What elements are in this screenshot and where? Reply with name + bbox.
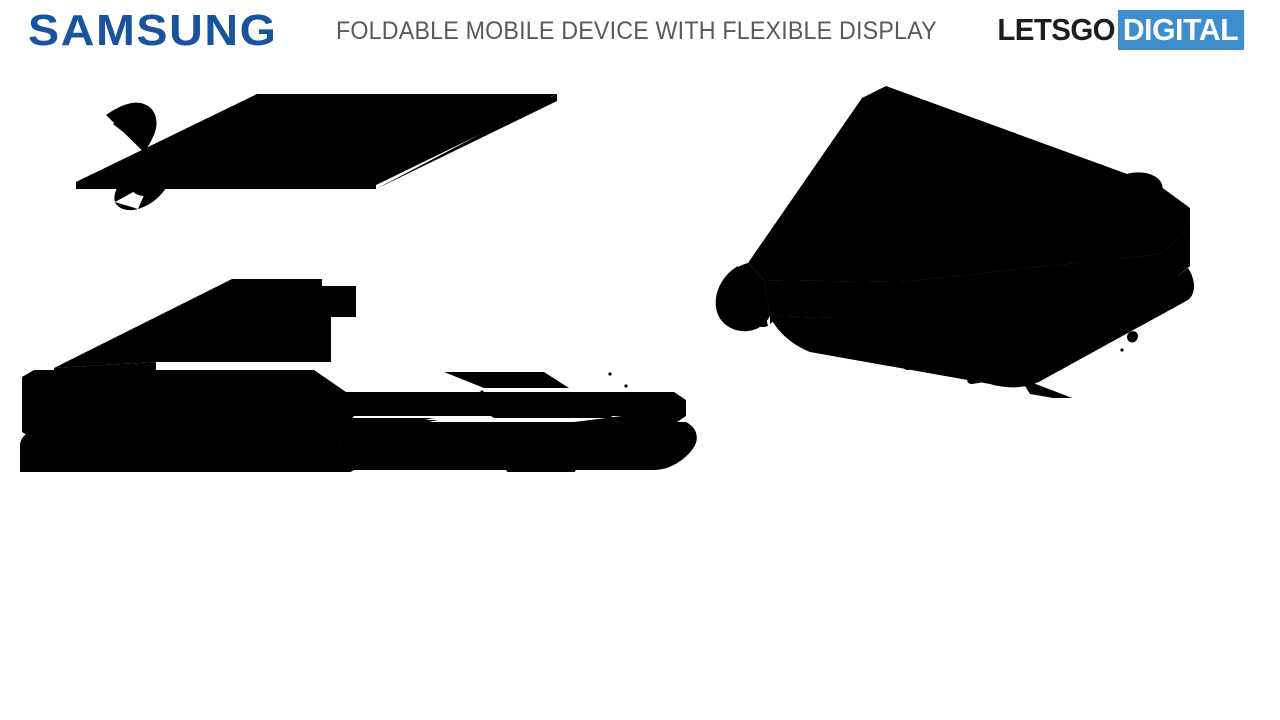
samsung-brand-logo: SAMSUNG	[28, 6, 278, 55]
multi-segment-hinge	[715, 263, 796, 332]
page-header: SAMSUNG FOLDABLE MOBILE DEVICE WITH FLEX…	[0, 0, 1280, 66]
letsgodigital-watermark: LETSGO DIGITAL	[991, 10, 1248, 50]
figure-folded-perspective	[690, 68, 1270, 405]
mid-frame-chassis	[22, 370, 686, 452]
display-support-plate	[54, 279, 356, 376]
finger-touch-gesture	[40, 102, 172, 211]
page-title: FOLDABLE MOBILE DEVICE WITH FLEXIBLE DIS…	[336, 17, 937, 45]
flash-module	[1073, 213, 1122, 232]
volume-buttons	[903, 345, 963, 370]
watermark-digital-text: DIGITAL	[1118, 10, 1245, 50]
rear-camera-module	[1103, 172, 1163, 212]
flexible-display-panel	[76, 94, 557, 189]
power-button	[967, 359, 1025, 384]
folded-upper-half	[748, 86, 1190, 282]
watermark-letsgo-text: LETSGO	[997, 12, 1116, 47]
device-base-body	[770, 268, 1194, 405]
figure-exploded-assembly	[14, 72, 714, 518]
